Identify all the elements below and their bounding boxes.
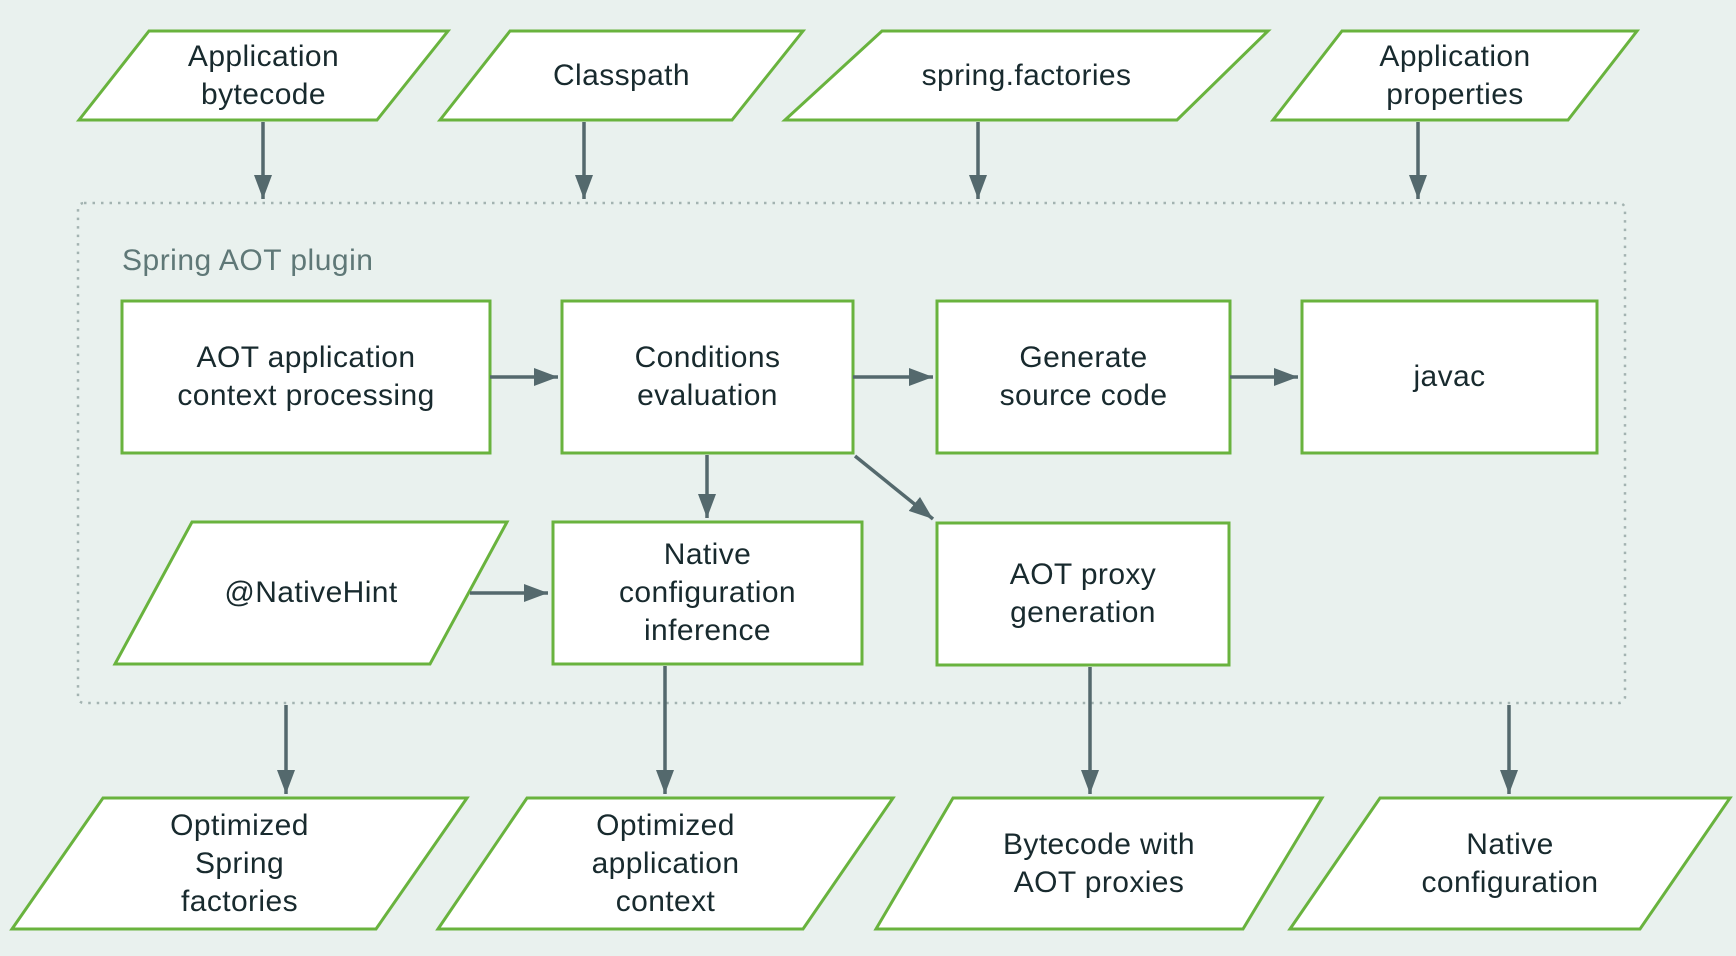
spring-aot-plugin-container bbox=[76, 201, 1627, 705]
box-javac bbox=[1300, 299, 1599, 455]
output-shape-optimized-spring-factories bbox=[9, 796, 470, 931]
input-shape-application-bytecode bbox=[75, 29, 452, 122]
output-shape-bytecode-with-aot-proxies bbox=[873, 796, 1325, 931]
output-shape-optimized-application-context bbox=[435, 796, 896, 931]
box-generate-source-code bbox=[935, 299, 1232, 455]
spring-aot-plugin-label: Spring AOT plugin bbox=[122, 244, 374, 277]
box-aot-proxy-generation bbox=[935, 521, 1231, 667]
box-conditions-evaluation bbox=[560, 299, 855, 455]
box-native-config-inference bbox=[551, 520, 864, 666]
input-shape-spring-factories bbox=[781, 29, 1272, 122]
output-shape-native-configuration bbox=[1287, 796, 1733, 931]
arrow-conditions-to-aot-proxy bbox=[853, 454, 935, 521]
input-shape-application-properties bbox=[1269, 29, 1641, 122]
box-aot-context-processing bbox=[120, 299, 492, 455]
input-shape-classpath bbox=[436, 29, 807, 122]
input-shape-native-hint bbox=[112, 520, 510, 666]
